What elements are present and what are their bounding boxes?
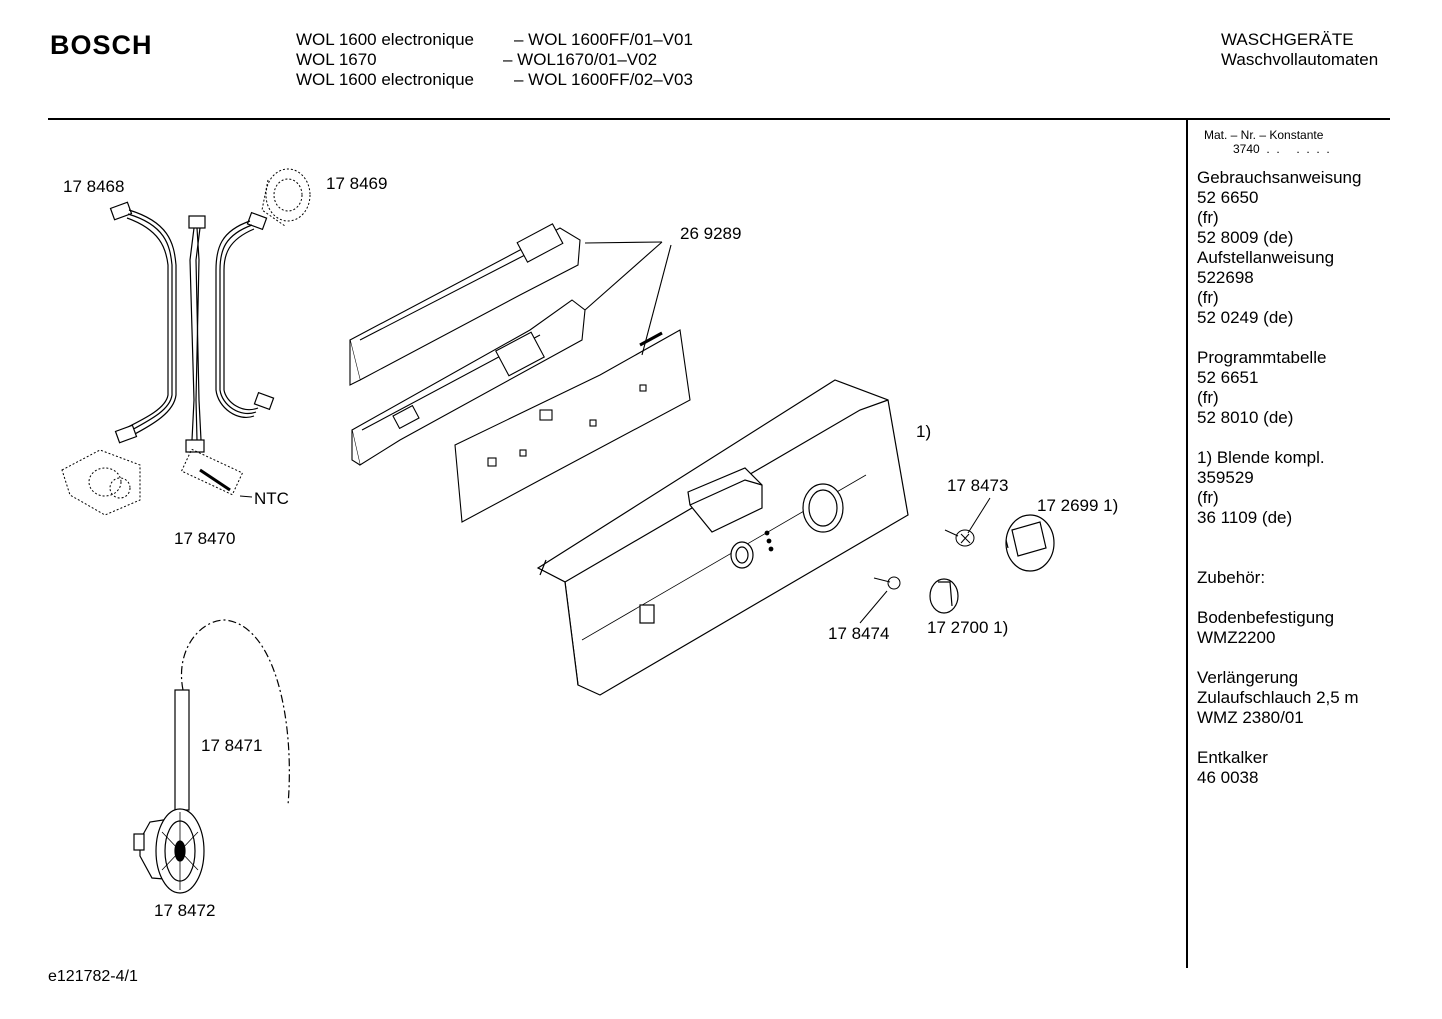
connector-part-icon: [261, 168, 311, 227]
sidebar-line: Entkalker: [1197, 748, 1268, 767]
model-name: WOL 1600 electronique: [296, 30, 474, 49]
motor-connector-part-icon: [61, 449, 141, 516]
pressure-switch-icon: [133, 808, 205, 894]
sidebar-line: Programmtabelle: [1197, 348, 1327, 367]
indicator-part-icon: [944, 529, 975, 547]
parts-info-sidebar: Mat. – Nr. – Konstante 3740 . . . . . . …: [1197, 128, 1437, 788]
sidebar-line: 522698: [1197, 268, 1254, 287]
material-number-value: 3740 . . . . . .: [1233, 142, 1330, 156]
wire-harness-right-icon: [215, 211, 275, 418]
sidebar-line: 52 0249 (de): [1197, 308, 1294, 327]
sidebar-line: 52 8010 (de): [1197, 408, 1294, 427]
category-subtitle: Waschvollautomaten: [1221, 50, 1379, 69]
leader-lines-knobs: [859, 497, 991, 624]
part-label: 26 9289: [680, 224, 742, 243]
wire-harness-middle-icon: [185, 215, 206, 453]
small-knob-icon: [929, 578, 959, 614]
sidebar-line: Zubehör:: [1197, 568, 1266, 587]
sidebar-line: Bodenbefestigung: [1197, 608, 1335, 627]
brand-logo: BOSCH: [50, 30, 153, 60]
ntc-sensor-icon: [180, 448, 253, 498]
control-panel-fascia-icon: [536, 379, 909, 696]
sidebar-line: Verlängerung: [1197, 668, 1299, 687]
sidebar-line: 52 6650: [1197, 188, 1259, 207]
part-label: NTC: [254, 489, 289, 508]
part-label: 17 2700 1): [927, 618, 1009, 637]
sidebar-line: (fr): [1197, 288, 1219, 307]
model-number: – WOL1670/01–V02: [503, 50, 658, 69]
header-divider: [48, 118, 1390, 120]
pressure-hose-icon: [174, 619, 290, 811]
model-number: – WOL 1600FF/01–V01: [514, 30, 693, 49]
light-pipe-part-icon: [873, 576, 901, 590]
sidebar-line: Zulaufschlauch 2,5 m: [1197, 688, 1359, 707]
sidebar-line: 1) Blende kompl.: [1197, 448, 1325, 467]
sidebar-line: WMZ 2380/01: [1197, 708, 1304, 727]
electronic-module-bottom-icon: [351, 299, 586, 466]
part-label: 17 8474: [828, 624, 890, 643]
leader-lines-269289: [584, 241, 672, 356]
sidebar-line: 52 8009 (de): [1197, 228, 1294, 247]
part-label: 17 8468: [63, 177, 125, 196]
part-label: 1): [916, 422, 932, 441]
circuit-board-icon: [454, 329, 691, 523]
sidebar-divider: [1186, 120, 1188, 968]
sidebar-line: Aufstellanweisung: [1197, 248, 1335, 267]
part-label: 17 8473: [947, 476, 1009, 495]
model-name: WOL 1600 electronique: [296, 70, 474, 89]
material-number-label: Mat. – Nr. – Konstante: [1204, 128, 1324, 142]
document-code: e121782-4/1: [48, 968, 138, 985]
part-label: 17 8469: [326, 174, 388, 193]
sidebar-line: 46 0038: [1197, 768, 1259, 787]
sidebar-line: (fr): [1197, 208, 1219, 227]
sidebar-line: 36 1109 (de): [1197, 508, 1293, 527]
model-name: WOL 1670: [296, 50, 377, 69]
part-label: 17 8471: [201, 736, 263, 755]
part-label: 17 8470: [174, 529, 236, 548]
wire-harness-left-icon: [109, 201, 177, 444]
sidebar-line: 52 6651: [1197, 368, 1259, 387]
model-number: – WOL 1600FF/02–V03: [514, 70, 693, 89]
category-block: WASCHGERÄTE Waschvollautomaten: [1221, 30, 1378, 70]
part-label: 17 2699 1): [1037, 496, 1119, 515]
category-title: WASCHGERÄTE: [1221, 30, 1354, 49]
electronic-module-top-icon: [349, 223, 581, 386]
part-label: 17 8472: [154, 901, 216, 920]
sidebar-line: WMZ2200: [1197, 628, 1276, 647]
sidebar-line: 359529: [1197, 468, 1254, 487]
program-knob-icon: [1005, 514, 1055, 572]
sidebar-line: (fr): [1197, 388, 1219, 407]
sidebar-line: (fr): [1197, 488, 1219, 507]
sidebar-line: Gebrauchsanweisung: [1197, 168, 1362, 187]
